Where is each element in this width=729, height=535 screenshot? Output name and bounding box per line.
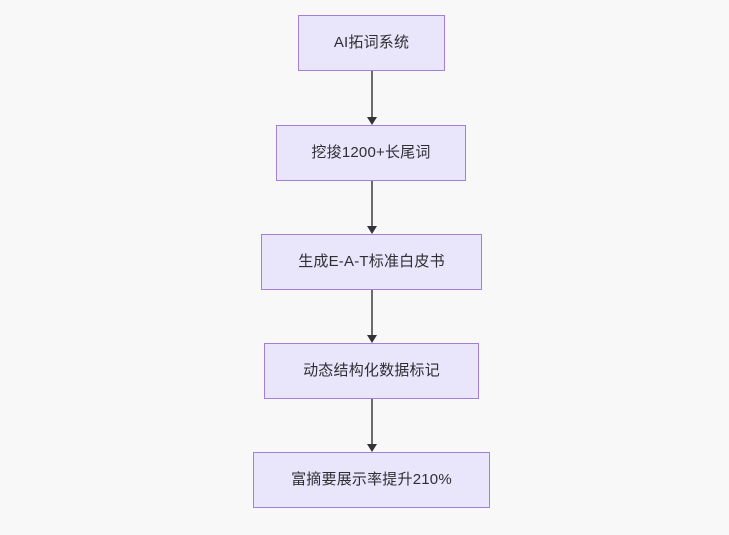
- edge-line: [371, 399, 373, 445]
- arrowhead-icon: [367, 335, 377, 343]
- edge-line: [371, 181, 373, 227]
- flow-node-label: AI拓词系统: [333, 34, 410, 51]
- flow-node-label: 挖捘1200+长尾词: [311, 144, 431, 161]
- flow-node-generate-eat-whitepaper[interactable]: 生成E-A-T标准白皮书: [261, 234, 482, 290]
- flow-node-rich-snippet-rate-increase[interactable]: 富摘要展示率提升210%: [253, 452, 490, 508]
- flow-node-label: 生成E-A-T标准白皮书: [298, 253, 445, 270]
- arrowhead-icon: [367, 226, 377, 234]
- flow-node-dynamic-structured-data-markup[interactable]: 动态结构化数据标记: [264, 343, 479, 399]
- flow-node-ai-keyword-system[interactable]: AI拓词系统: [298, 15, 445, 71]
- arrowhead-icon: [367, 444, 377, 452]
- flow-node-label: 富摘要展示率提升210%: [291, 471, 452, 488]
- flow-node-label: 动态结构化数据标记: [303, 362, 440, 379]
- edge-line: [371, 71, 373, 118]
- flow-node-mine-longtail-keywords[interactable]: 挖捘1200+长尾词: [276, 125, 466, 181]
- arrowhead-icon: [367, 117, 377, 125]
- edge-line: [371, 290, 373, 336]
